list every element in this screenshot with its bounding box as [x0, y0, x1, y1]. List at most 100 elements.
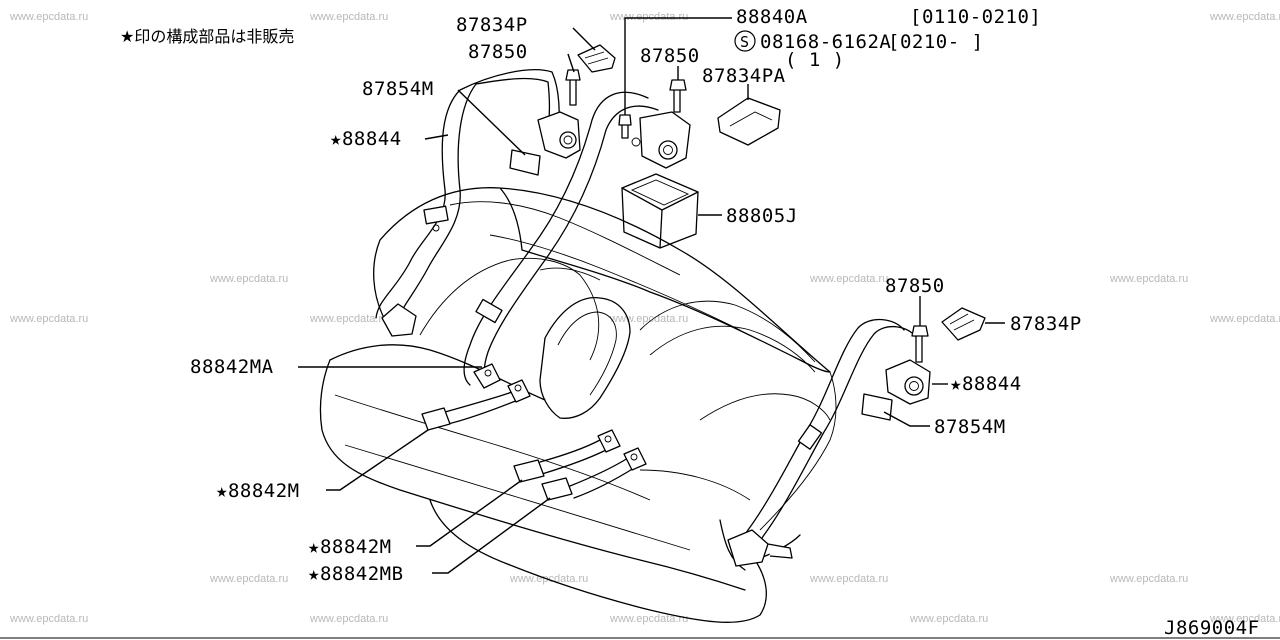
watermark: www.epcdata.ru: [9, 313, 88, 325]
right-lower-anchor: [727, 529, 793, 567]
label-date-range-2: [0210- ]: [888, 31, 984, 53]
right-cover-detail: [949, 313, 975, 331]
watermark: www.epcdata.ru: [1209, 11, 1280, 23]
left-belt-anchor-hole: [432, 224, 440, 232]
center-anchor-hole: [484, 369, 492, 377]
leader-88842m-b: [416, 479, 523, 547]
center-retractor-spool: [658, 140, 678, 160]
left-bolt-87850: [565, 69, 581, 106]
watermark: www.epcdata.ru: [909, 613, 988, 625]
right-shoulder-belt: [727, 307, 986, 567]
seat-back-outline: [373, 187, 831, 373]
center-buckle-anchor-b: [623, 447, 647, 471]
left-belt-webbing: [375, 69, 560, 329]
label-87834pa: 87834PA: [702, 65, 786, 87]
right-retractor-spool: [904, 376, 924, 396]
watermark: www.epcdata.ru: [809, 573, 888, 585]
bin-inner-rim: [630, 179, 690, 206]
center-buckle-anchor-a: [597, 429, 621, 453]
watermark: www.epcdata.ru: [309, 313, 388, 325]
center-retractor-bolt: [631, 137, 641, 147]
leader-88844-left: [424, 134, 449, 140]
center-buckle-88842mb: [541, 477, 573, 501]
bin-body: [621, 187, 699, 249]
left-shoulder-belt: [375, 44, 616, 337]
label-88842mb: ★88842MB: [308, 563, 404, 585]
label-87850-c: 87850: [885, 275, 945, 297]
center-pass-through-inner: [557, 311, 617, 396]
label-88805j: 88805J: [726, 205, 798, 227]
center-buckle-strap: [539, 439, 635, 499]
seat-cushion-seam: [334, 371, 837, 551]
label-08168-6162a: 08168-6162A: [760, 31, 891, 53]
watermark: www.epcdata.ru: [1209, 313, 1280, 325]
center-shoulder-belt: [463, 79, 781, 386]
center-retractor-hub: [663, 145, 673, 155]
right-retractor-hub: [909, 381, 919, 391]
label-88842m-a: ★88842M: [216, 480, 300, 502]
center-bolt-87850: [669, 79, 687, 113]
left-retractor-spool: [559, 131, 577, 149]
watermark: www.epcdata.ru: [9, 613, 88, 625]
screw-symbol-letter: S: [740, 33, 749, 51]
center-screw-bolt: [618, 114, 632, 139]
center-pass-through: [539, 297, 631, 419]
buckles: [421, 363, 647, 501]
seat-back-right-panel: [639, 300, 816, 373]
left-lower-anchor: [381, 303, 417, 337]
diagram-code: J869004F: [1164, 617, 1260, 639]
watermark: www.epcdata.ru: [9, 11, 88, 23]
watermark-layer: www.epcdata.ru www.epcdata.ru www.epcdat…: [9, 11, 1280, 625]
label-88844-left: ★88844: [330, 128, 402, 150]
center-belt-guide: [475, 298, 503, 324]
left-belt-guide: [423, 205, 449, 225]
leader-87834p-top: [572, 27, 596, 51]
leader-87854m-top: [457, 89, 526, 156]
watermark: www.epcdata.ru: [1109, 273, 1188, 285]
center-anchor-hole-a: [604, 435, 612, 443]
watermark: www.epcdata.ru: [309, 613, 388, 625]
left-cover-87834p: [577, 44, 616, 73]
rear-seat-drawing: [319, 187, 837, 623]
label-87854m-top: 87854M: [362, 78, 434, 100]
center-buckle-88842m: [513, 459, 545, 483]
leader-88842m-a: [326, 429, 429, 491]
watermark: www.epcdata.ru: [809, 273, 888, 285]
left-buckle-88842m: [421, 407, 451, 431]
watermark: www.epcdata.ru: [209, 273, 288, 285]
center-belt-webbing: [463, 91, 659, 386]
not-for-sale-note: ★印の構成部品は非販売: [120, 27, 294, 46]
watermark: www.epcdata.ru: [209, 573, 288, 585]
label-87834p-top: 87834P: [456, 14, 528, 36]
leader-88842mb: [432, 497, 551, 574]
leader-87854m-right: [883, 411, 930, 427]
watermark: www.epcdata.ru: [609, 11, 688, 23]
center-anchor-hole-b: [630, 453, 638, 461]
storage-bin-88805j: [621, 173, 699, 249]
watermark: www.epcdata.ru: [609, 613, 688, 625]
part-labels: ★印の構成部品は非販売 87834P 87850 87854M ★88844 8…: [120, 6, 1260, 639]
center-cover-87834pa: [717, 97, 781, 146]
left-buckle-anchor-hole: [514, 384, 522, 392]
left-label-plate-87854m: [509, 149, 541, 176]
label-88842ma: 88842MA: [190, 356, 274, 378]
bin-top: [621, 173, 699, 211]
label-88844-right: ★88844: [950, 373, 1022, 395]
screw-symbol-circle: [734, 30, 756, 52]
leader-lines: [298, 17, 1005, 574]
watermark: www.epcdata.ru: [1209, 613, 1280, 625]
right-bolt-87850: [911, 325, 929, 363]
seat-back-left-panel: [419, 257, 600, 361]
label-date-range-1: [0110-0210]: [910, 6, 1041, 28]
right-belt-guide: [797, 424, 823, 450]
center-retractor-body: [639, 111, 691, 169]
label-87850-a: 87850: [468, 41, 528, 63]
leader-88840a: [624, 17, 732, 115]
leader-87850-a: [567, 53, 575, 73]
label-qty: ( 1 ): [785, 49, 845, 71]
left-buckle-strap: [444, 391, 519, 425]
center-cover-detail: [729, 111, 773, 127]
label-88842m-b: ★88842M: [308, 536, 392, 558]
label-87834p-right: 87834P: [1010, 313, 1082, 335]
